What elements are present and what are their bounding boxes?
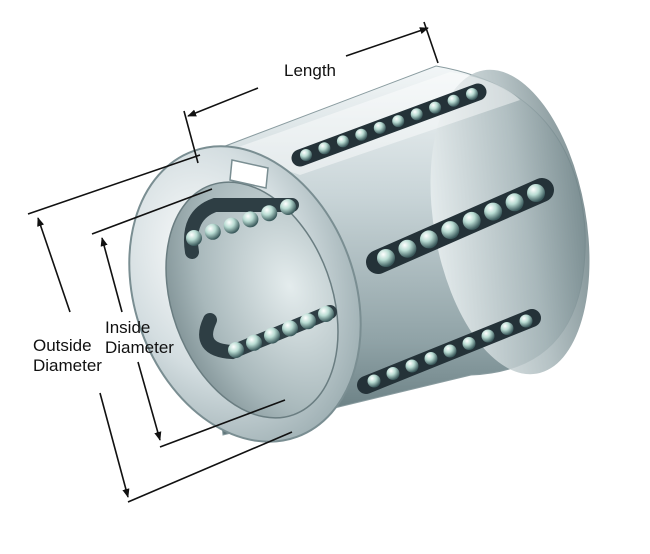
inside-arrow-top [100, 237, 123, 313]
bearing-ball [355, 128, 368, 141]
bearing-ball [336, 135, 349, 148]
bearing-ball [377, 249, 395, 267]
bearing-ball [484, 202, 503, 221]
inside-arrow-bottom [137, 361, 162, 441]
bearing-ball [367, 374, 381, 388]
bearing-ball [300, 313, 316, 330]
length-arrow-right [345, 27, 429, 57]
bearing-ball [519, 314, 533, 328]
bearing-ball [505, 193, 524, 212]
inner-balls-upper-row [186, 199, 296, 246]
outside-diameter-label-line2: Diameter [33, 356, 102, 375]
bearing-ball [429, 101, 442, 114]
bearing-ball [318, 142, 331, 155]
bearing-ball [246, 334, 262, 351]
bearing-ball [500, 322, 514, 335]
bearing-ball [424, 352, 438, 365]
inside-diameter-label-line2: Diameter [105, 338, 174, 357]
bearing-ball [186, 230, 202, 246]
inside-diameter-label-line1: Inside [105, 318, 151, 337]
bearing-ball [419, 230, 438, 249]
bearing-ball [386, 367, 400, 380]
inside-diameter-label: Inside Diameter [105, 318, 174, 358]
bearing-ball [447, 94, 460, 107]
bearing-ball [462, 337, 476, 350]
outside-diameter-label-line1: Outside [33, 336, 92, 355]
bearing-ball [264, 327, 280, 344]
outside-arrow-bottom [99, 392, 130, 498]
bearing-ball [405, 359, 419, 373]
outside-arrow-top [37, 217, 71, 313]
bearing-ball [223, 217, 240, 234]
bearing-ball [204, 223, 221, 240]
bearing-ball [300, 149, 312, 161]
bearing-ball [527, 184, 545, 202]
length-arrow-left [187, 87, 259, 117]
retainer-notch [229, 159, 269, 189]
outside-extension-line-top [27, 154, 201, 215]
inner-balls-lower-row [228, 306, 334, 358]
bearing-ball [282, 320, 298, 337]
bearing-ball [242, 211, 259, 228]
bearing-ball [228, 342, 244, 358]
bearing-ball [280, 199, 296, 215]
bearing-ball [462, 211, 481, 230]
balls-top-row [300, 88, 478, 161]
bearing-ball [443, 344, 457, 358]
bearing-ball [466, 88, 478, 100]
bearing-ball [318, 306, 334, 322]
balls-middle-row [377, 184, 545, 267]
balls-bottom-row [367, 314, 533, 388]
length-label: Length [284, 61, 336, 80]
inside-extension-line-bottom [159, 399, 286, 448]
bearing-ball [373, 121, 386, 134]
bearing-ball [410, 108, 423, 121]
bearing-ball [441, 221, 460, 240]
outside-extension-line-bottom [127, 431, 293, 503]
outside-diameter-label: Outside Diameter [33, 336, 102, 376]
bearing-ball [261, 205, 278, 222]
bearing-ball [398, 239, 417, 258]
length-extension-line-left [183, 110, 199, 164]
bearing-ball [481, 329, 495, 343]
inside-extension-line-top [91, 188, 213, 235]
bearing-rear-cap [430, 69, 590, 375]
inner-bore [165, 181, 339, 419]
bearing-ball [392, 115, 405, 128]
